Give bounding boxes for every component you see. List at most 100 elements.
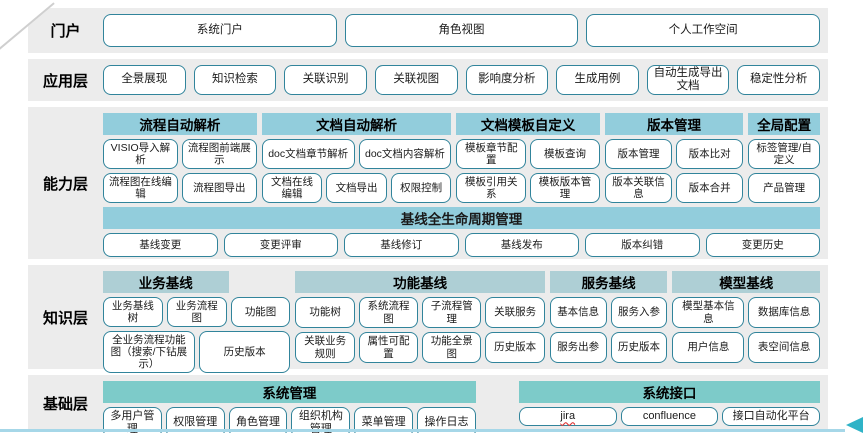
item-button[interactable]: 版本纠错 [585, 233, 700, 258]
item-button[interactable]: 组织机构管理 [291, 407, 351, 433]
application-buttons: 全景展现知识检索关联识别关联视图影响度分析生成用例自动生成导出文档稳定性分析 [103, 65, 820, 95]
item-button-label: 变更评审 [259, 239, 302, 252]
item-button[interactable]: 功能树 [295, 297, 355, 328]
item-button[interactable]: 业务基线树 [103, 297, 163, 328]
item-button[interactable]: 模板引用关系 [456, 173, 527, 204]
item-button-label: 产品管理 [763, 182, 806, 195]
item-button[interactable]: 功能图 [230, 297, 291, 328]
item-button[interactable]: 菜单管理 [354, 407, 414, 433]
item-button[interactable]: 知识检索 [193, 65, 277, 95]
group-row: 多用户管理权限管理角色管理组织机构管理菜单管理操作日志 [103, 407, 476, 433]
item-button[interactable]: 权限控制 [390, 173, 452, 204]
item-button[interactable]: 关联识别 [284, 65, 367, 95]
item-button[interactable]: 用户信息 [672, 332, 745, 363]
layer-label-application: 应用层 [42, 72, 88, 90]
layer-label-portal: 门户 [50, 23, 81, 40]
item-button[interactable]: 变更历史 [705, 233, 820, 258]
item-button[interactable]: 产品管理 [748, 173, 820, 204]
item-button[interactable]: 关联业务规则 [295, 332, 355, 363]
group: 版本管理版本管理版本比对版本关联信息版本合并 [604, 113, 744, 204]
item-button-label: 系统门户 [196, 23, 243, 36]
group-header: 全局配置 [748, 113, 820, 135]
item-button[interactable]: 模板版本管理 [530, 173, 600, 204]
group-header: 版本管理 [604, 113, 744, 135]
item-button[interactable]: 系统流程图 [358, 297, 419, 328]
item-button[interactable]: 关联服务 [485, 297, 545, 328]
item-button-label: 角色管理 [236, 416, 281, 429]
item-button[interactable]: 流程图前端展示 [181, 139, 257, 170]
item-button[interactable]: 生成用例 [556, 65, 639, 95]
item-button-label: 版本管理 [617, 148, 660, 161]
item-button-label: 业务流程图 [175, 300, 218, 325]
item-button[interactable]: 模型基本信息 [672, 297, 745, 328]
item-button[interactable]: 操作日志 [417, 407, 476, 433]
item-button[interactable]: 自动生成导出文档 [646, 65, 730, 95]
item-button[interactable]: 标签管理/自定义 [748, 139, 820, 170]
item-button[interactable]: 模板章节配置 [456, 139, 527, 170]
item-button[interactable]: 角色视图 [344, 14, 579, 47]
item-button[interactable]: 流程图在线编辑 [103, 173, 178, 204]
item-button[interactable]: 角色管理 [228, 407, 288, 433]
item-button[interactable]: 接口自动化平台 [722, 407, 820, 426]
item-button[interactable]: confluence [620, 407, 719, 426]
item-button-label: 用户信息 [687, 341, 730, 354]
portal-buttons: 系统门户 角色视图个人工作空间 [103, 14, 821, 47]
item-button[interactable]: 全景展现 [103, 65, 186, 95]
item-button[interactable]: 版本关联信息 [604, 173, 673, 204]
item-button-label: 历史版本 [618, 341, 661, 354]
item-button-label: 子流程管理 [430, 300, 473, 325]
item-button[interactable]: 历史版本 [610, 332, 668, 363]
item-button[interactable]: 版本比对 [676, 139, 744, 170]
item-button[interactable]: 基本信息 [549, 297, 607, 328]
layer-label-foundation: 基础层 [42, 396, 88, 413]
item-button-label: 基线修订 [380, 239, 423, 252]
item-button[interactable]: 服务入参 [610, 297, 668, 328]
item-button-label: 关联服务 [494, 306, 537, 319]
item-button-label: 标签管理/自定义 [756, 142, 812, 167]
item-button-label: 权限控制 [400, 182, 443, 195]
item-button[interactable]: 流程图导出 [181, 173, 257, 204]
item-button[interactable]: 稳定性分析 [737, 65, 820, 95]
item-button-label: 流程图在线编辑 [108, 176, 172, 201]
item-button[interactable]: 版本管理 [604, 139, 673, 170]
item-button[interactable]: 全业务流程功能图（搜索/下钻展示） [103, 331, 195, 374]
group-row: 产品管理 [748, 173, 820, 204]
item-button-label: 流程图导出 [193, 182, 246, 195]
item-button[interactable]: 服务出参 [549, 332, 607, 363]
item-button[interactable]: 子流程管理 [422, 297, 482, 328]
item-button[interactable]: 关联视图 [374, 65, 458, 95]
group: 功能基线功能树系统流程图子流程管理关联服务关联业务规则属性可配置功能全景图历史版… [295, 271, 545, 363]
item-button[interactable]: 模板查询 [530, 139, 600, 170]
group-header: 流程自动解析 [103, 113, 257, 135]
item-button[interactable]: 属性可配置 [358, 332, 419, 363]
item-button[interactable]: 文档在线编辑 [261, 173, 323, 204]
item-button-label: 多用户管理 [110, 410, 155, 433]
item-button[interactable]: 历史版本 [198, 331, 291, 374]
group-header: 模型基线 [672, 271, 821, 293]
item-button[interactable]: 基线变更 [103, 233, 218, 258]
item-button[interactable]: 表空间信息 [748, 332, 821, 363]
item-button[interactable]: 文档导出 [326, 173, 387, 204]
item-button[interactable]: 变更评审 [223, 233, 338, 258]
item-button[interactable]: VISIO导入解析 [103, 139, 178, 170]
item-button[interactable]: 基线发布 [464, 233, 579, 258]
item-button[interactable]: 个人工作空间 [586, 14, 821, 47]
item-button[interactable]: 影响度分析 [465, 65, 549, 95]
item-button[interactable]: 数据库信息 [748, 297, 821, 328]
group-row: 模板章节配置模板查询 [456, 139, 600, 170]
item-button[interactable]: 多用户管理 [103, 407, 162, 433]
item-button[interactable]: 版本合并 [676, 173, 744, 204]
item-button[interactable]: jira [518, 407, 617, 426]
item-button[interactable]: 功能全景图 [422, 332, 482, 363]
item-button[interactable]: 系统门户 [103, 14, 337, 47]
item-button[interactable]: doc文档内容解析 [358, 139, 452, 170]
item-button[interactable]: 基线修订 [344, 233, 459, 258]
group-header: 业务基线 [103, 271, 229, 293]
item-button[interactable]: doc文档章节解析 [261, 139, 355, 170]
item-button[interactable]: 权限管理 [165, 407, 225, 433]
group: 流程自动解析 VISIO导入解析流程图前端展示流程图在线编辑 流程图导出 [103, 113, 257, 204]
item-button[interactable]: 业务流程图 [166, 297, 227, 328]
item-button[interactable]: 历史版本 [485, 332, 545, 363]
